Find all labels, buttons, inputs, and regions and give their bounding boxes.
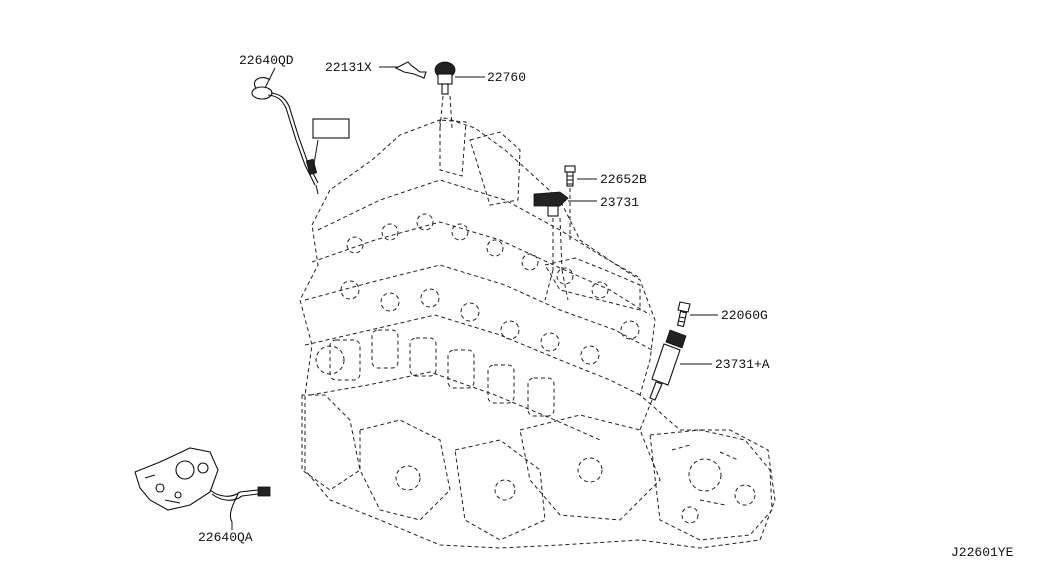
label-22131x: 22131X xyxy=(325,60,372,75)
empty-callout-box xyxy=(312,118,350,139)
part-23731a-illustration xyxy=(639,329,687,431)
engine-block-outline xyxy=(299,117,776,549)
part-22060g-illustration xyxy=(676,301,691,328)
part-22640qd-illustration xyxy=(251,77,319,195)
part-22131x-illustration xyxy=(394,61,427,79)
label-23731a: 23731+A xyxy=(715,357,770,372)
label-22760: 22760 xyxy=(487,70,526,85)
part-23731-illustration xyxy=(533,191,569,301)
leader-22640qd xyxy=(264,67,276,89)
label-22652b: 22652B xyxy=(600,172,647,187)
part-22652b-illustration xyxy=(564,165,576,240)
label-22060g: 22060G xyxy=(721,308,768,323)
label-22640qa: 22640QA xyxy=(198,530,253,545)
part-22640qa-illustration xyxy=(134,447,271,523)
label-23731: 23731 xyxy=(600,195,639,210)
diagram-reference: J22601YE xyxy=(951,545,1014,560)
label-22640qd: 22640QD xyxy=(239,53,294,68)
part-22760-illustration xyxy=(434,61,456,129)
